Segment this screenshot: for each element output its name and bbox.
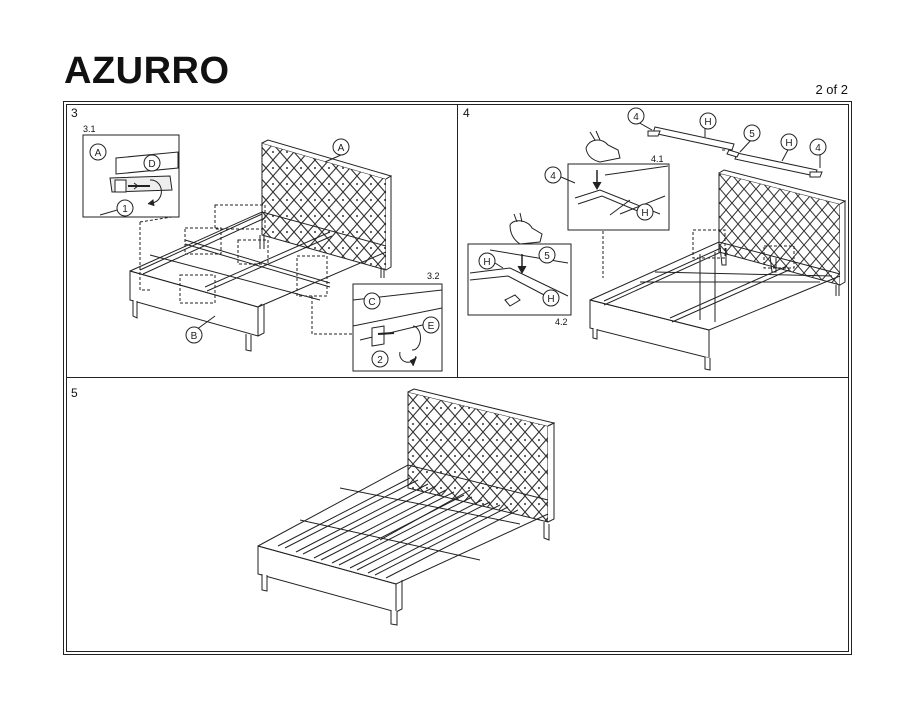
callout-5-label-a: 5 — [749, 129, 755, 140]
step-4-detail-2-label: 4.2 — [555, 317, 568, 327]
step-4-detail-1-label: 4.1 — [651, 154, 664, 164]
callout-4-label-c: 4 — [550, 171, 556, 182]
callout-h-circle-e — [542, 289, 560, 307]
callout-b-label: B — [191, 331, 198, 342]
step-4-detail-1 — [567, 130, 670, 231]
callout-h-circle-a — [699, 112, 717, 130]
callout-h-label-b: H — [785, 138, 792, 149]
page-number: 2 of 2 — [815, 82, 848, 97]
panel-divider-vertical — [457, 104, 458, 377]
callout-d-label: D — [148, 159, 155, 170]
step-4-number: 4 — [463, 106, 470, 120]
callout-4-circle-a — [627, 107, 645, 125]
callout-1-label: 1 — [122, 204, 128, 215]
callout-c-label: C — [368, 297, 375, 308]
step-5-number: 5 — [71, 386, 78, 400]
headboard-a — [261, 142, 387, 271]
callout-2-label: 2 — [377, 355, 383, 366]
callout-4-label-b: 4 — [815, 143, 821, 154]
callout-4-label-a: 4 — [633, 112, 639, 123]
callout-h-circle-d — [478, 252, 496, 270]
callout-h-label-e: H — [547, 294, 554, 305]
step-3-detail-1-label: 3.1 — [83, 124, 96, 134]
callout-a-circle — [332, 138, 350, 156]
callout-h-label-a: H — [704, 117, 711, 128]
callout-h-circle-c — [636, 203, 654, 221]
callout-h-label-c: H — [641, 208, 648, 219]
step-5-assembled-bed — [257, 388, 556, 626]
document-title: AZURRO — [64, 50, 230, 92]
callout-a-detail-circle — [89, 143, 107, 161]
callout-h-circle-b — [780, 133, 798, 151]
callout-d-circle — [143, 154, 161, 172]
step-4-slats — [635, 120, 823, 178]
callout-h-label-d: H — [483, 257, 490, 268]
callout-c-circle — [363, 292, 381, 310]
step-3-number: 3 — [71, 106, 78, 120]
callout-4-circle-b — [809, 138, 827, 156]
step-3-detail-2-label: 3.2 — [427, 271, 440, 281]
callout-4-circle-c — [544, 166, 562, 184]
callout-5-circle-b — [538, 246, 556, 264]
step-4-bed-frame — [589, 149, 847, 371]
callout-5-label-b: 5 — [544, 251, 550, 262]
callout-2-circle — [371, 350, 389, 368]
callout-1-circle — [116, 199, 134, 217]
panel-divider-horizontal — [66, 377, 849, 378]
step-3-bed-frame — [129, 139, 393, 352]
instruction-frame — [63, 101, 852, 655]
callout-b-circle — [185, 326, 203, 344]
callout-a-detail-label: A — [95, 148, 102, 159]
callout-e-circle — [422, 316, 440, 334]
callout-e-label: E — [428, 321, 435, 332]
callout-a-label: A — [338, 143, 345, 154]
callout-5-circle-a — [743, 124, 761, 142]
